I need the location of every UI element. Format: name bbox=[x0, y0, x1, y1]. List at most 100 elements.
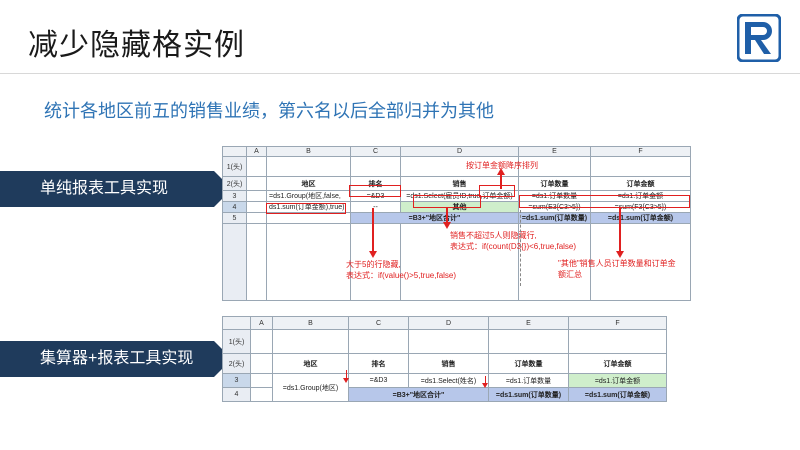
row-header-1[interactable]: 1(头) bbox=[222, 156, 247, 177]
header-order-amt[interactable]: 订单金额 bbox=[568, 353, 667, 374]
cell-c4[interactable]: -- bbox=[350, 201, 401, 213]
divider bbox=[0, 73, 800, 74]
logo-icon bbox=[737, 14, 781, 62]
arrow-hide-line bbox=[446, 208, 448, 223]
header-order-amt[interactable]: 订单金额 bbox=[590, 176, 691, 191]
banner-second: 集算器+报表工具实现 bbox=[0, 341, 214, 377]
arrow-hide-head bbox=[443, 222, 451, 229]
cell[interactable] bbox=[246, 201, 267, 213]
cell[interactable] bbox=[246, 176, 267, 191]
corner-cell bbox=[222, 316, 251, 330]
cell[interactable] bbox=[250, 373, 273, 388]
note-hide-row-1: 销售不超过5人则隐藏行, bbox=[450, 231, 537, 240]
arrow-sort-head bbox=[497, 168, 505, 175]
cell-e3[interactable]: =ds1.订单数量 bbox=[488, 373, 569, 388]
cell bbox=[400, 223, 519, 301]
note-hide-rank-2: 表达式：if(value()>5,true,false) bbox=[346, 271, 457, 280]
col-header-b[interactable]: B bbox=[272, 316, 349, 330]
row-header-1[interactable]: 1(头) bbox=[222, 329, 251, 354]
header-rank[interactable]: 排名 bbox=[348, 353, 409, 374]
note-hide-row-2: 表达式：if(count(D3{})<6,true,false) bbox=[450, 242, 577, 251]
cell-f5[interactable]: =ds1.sum(订单金额) bbox=[590, 212, 691, 224]
cell[interactable] bbox=[350, 156, 401, 177]
cell-f3[interactable]: =ds1.订单金额 bbox=[568, 373, 667, 388]
col-header-a[interactable]: A bbox=[246, 146, 267, 157]
row-header-empty bbox=[222, 223, 247, 301]
cell-e5[interactable]: =ds1.sum(订单数量) bbox=[518, 212, 591, 224]
cell bbox=[266, 223, 351, 301]
cell[interactable] bbox=[246, 190, 267, 202]
cell[interactable] bbox=[250, 353, 273, 374]
cell bbox=[350, 223, 401, 301]
col-header-d[interactable]: D bbox=[400, 146, 519, 157]
arrow-rank-head bbox=[369, 251, 377, 258]
arrow-rank-line bbox=[372, 208, 374, 252]
sort-marker bbox=[346, 370, 347, 380]
cell[interactable] bbox=[266, 156, 351, 177]
cell-cd4[interactable]: =B3+"地区合计" bbox=[348, 387, 489, 402]
arrow-sort-line bbox=[500, 175, 502, 189]
cell-b3[interactable]: =ds1.Group(地区) bbox=[272, 373, 349, 402]
cell-b3[interactable]: =ds1.Group(地区,false, bbox=[266, 190, 351, 202]
header-order-qty[interactable]: 订单数量 bbox=[518, 176, 591, 191]
header-order-qty[interactable]: 订单数量 bbox=[488, 353, 569, 374]
cell-d3[interactable]: =ds1.Select(姓名) bbox=[408, 373, 489, 388]
sort-marker-2-head bbox=[482, 383, 488, 388]
highlight-c3 bbox=[349, 185, 401, 197]
col-header-c[interactable]: C bbox=[348, 316, 409, 330]
arrow-other-line bbox=[619, 208, 621, 252]
col-header-f[interactable]: F bbox=[568, 316, 667, 330]
col-header-e[interactable]: E bbox=[518, 146, 591, 157]
note-other-2: 额汇总 bbox=[558, 270, 582, 279]
cell[interactable] bbox=[488, 329, 569, 354]
cell-c3[interactable]: =&D3 bbox=[348, 373, 409, 388]
cell[interactable] bbox=[246, 212, 267, 224]
cell[interactable] bbox=[250, 387, 273, 402]
highlight-d4 bbox=[413, 195, 481, 208]
banner-first: 单纯报表工具实现 bbox=[0, 171, 214, 207]
corner-cell bbox=[222, 146, 247, 157]
cell[interactable] bbox=[266, 212, 351, 224]
cell[interactable] bbox=[568, 329, 667, 354]
row-header-4[interactable]: 4 bbox=[222, 387, 251, 402]
cell[interactable] bbox=[590, 156, 691, 177]
report-sheet-1: A B C D E F 1(头) 2(头) 地区 排名 销售 订单数量 订单金额… bbox=[222, 146, 691, 301]
page-title: 减少隐藏格实例 bbox=[28, 29, 245, 62]
note-sort: 按订单金额降序排列 bbox=[466, 161, 538, 170]
cell[interactable] bbox=[348, 329, 409, 354]
row-header-3[interactable]: 3 bbox=[222, 373, 251, 388]
cell[interactable] bbox=[250, 329, 273, 354]
arrow-other-head bbox=[616, 251, 624, 258]
row-header-4[interactable]: 4 bbox=[222, 201, 247, 213]
row-header-5[interactable]: 5 bbox=[222, 212, 247, 224]
col-header-e[interactable]: E bbox=[488, 316, 569, 330]
cell-f4[interactable]: =ds1.sum(订单金额) bbox=[568, 387, 667, 402]
col-header-b[interactable]: B bbox=[266, 146, 351, 157]
header-sales[interactable]: 销售 bbox=[408, 353, 489, 374]
cell bbox=[590, 223, 691, 301]
cell bbox=[246, 223, 267, 301]
header-region[interactable]: 地区 bbox=[266, 176, 351, 191]
dashed-guide bbox=[520, 210, 521, 286]
row-header-3[interactable]: 3 bbox=[222, 190, 247, 202]
cell[interactable] bbox=[246, 156, 267, 177]
col-header-a[interactable]: A bbox=[250, 316, 273, 330]
row-header-2[interactable]: 2(头) bbox=[222, 353, 251, 374]
col-header-d[interactable]: D bbox=[408, 316, 489, 330]
report-sheet-2: A B C D E F 1(头) 2(头) 地区 排名 销售 订单数量 订单金额… bbox=[222, 316, 667, 402]
sort-marker-2 bbox=[485, 376, 486, 385]
cell[interactable] bbox=[408, 329, 489, 354]
note-hide-rank-1: 大于5的行隐藏, bbox=[346, 260, 401, 269]
note-other-1: "其他"销售人员订单数量和订单金 bbox=[558, 259, 676, 268]
highlight-b4 bbox=[266, 203, 346, 214]
highlight-d3-sort bbox=[479, 185, 515, 197]
highlight-ef4 bbox=[519, 195, 690, 208]
col-header-c[interactable]: C bbox=[350, 146, 401, 157]
col-header-f[interactable]: F bbox=[590, 146, 691, 157]
subtitle: 统计各地区前五的销售业绩，第六名以后全部归并为其他 bbox=[44, 101, 494, 121]
row-header-2[interactable]: 2(头) bbox=[222, 176, 247, 191]
header-region[interactable]: 地区 bbox=[272, 353, 349, 374]
cell[interactable] bbox=[272, 329, 349, 354]
cell-cd5[interactable]: =B3+"地区合计" bbox=[350, 212, 519, 224]
cell-e4[interactable]: =ds1.sum(订单数量) bbox=[488, 387, 569, 402]
